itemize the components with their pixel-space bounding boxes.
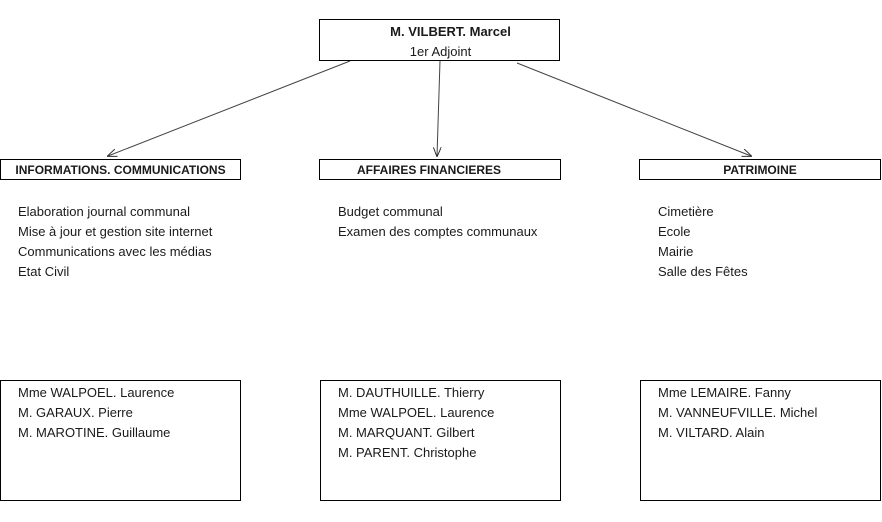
department-title: INFORMATIONS. COMMUNICATIONS <box>15 162 226 177</box>
member-item: Mme WALPOEL. Laurence <box>338 405 495 420</box>
head-role: 1er Adjoint <box>409 44 472 59</box>
member-list: Mme WALPOEL. Laurence M. GARAUX. Pierre … <box>18 383 174 443</box>
member-box-patrimoine: Mme LEMAIRE. Fanny M. VANNEUFVILLE. Mich… <box>640 380 881 501</box>
task-item: Ecole <box>658 224 691 239</box>
department-title: PATRIMOINE <box>723 162 797 177</box>
member-list: Mme LEMAIRE. Fanny M. VANNEUFVILLE. Mich… <box>658 383 817 443</box>
department-header-patrimoine: PATRIMOINE <box>639 159 881 180</box>
task-list-patrimoine: Cimetière Ecole Mairie Salle des Fêtes <box>658 202 748 282</box>
head-name: M. VILBERT. Marcel <box>390 24 511 39</box>
member-box-affaires-financieres: M. DAUTHUILLE. Thierry Mme WALPOEL. Laur… <box>320 380 561 501</box>
member-item: M. GARAUX. Pierre <box>18 405 133 420</box>
member-item: Mme LEMAIRE. Fanny <box>658 385 791 400</box>
department-header-informations: INFORMATIONS. COMMUNICATIONS <box>0 159 241 180</box>
task-item: Etat Civil <box>18 264 70 279</box>
member-list: M. DAUTHUILLE. Thierry Mme WALPOEL. Laur… <box>338 383 494 463</box>
member-item: M. PARENT. Christophe <box>338 445 477 460</box>
department-header-affaires-financieres: AFFAIRES FINANCIERES <box>319 159 561 180</box>
member-item: Mme WALPOEL. Laurence <box>18 385 175 400</box>
task-item: Mise à jour et gestion site internet <box>18 224 213 239</box>
task-list-affaires-financieres: Budget communal Examen des comptes commu… <box>338 202 537 242</box>
task-item: Mairie <box>658 244 694 259</box>
member-item: M. VILTARD. Alain <box>658 425 765 440</box>
arrow-to-informations <box>108 60 351 156</box>
task-item: Examen des comptes communaux <box>338 224 538 239</box>
arrow-to-patrimoine <box>516 62 751 156</box>
member-item: M. DAUTHUILLE. Thierry <box>338 385 485 400</box>
task-item: Communications avec les médias <box>18 244 212 259</box>
member-item: M. VANNEUFVILLE. Michel <box>658 405 818 420</box>
member-box-informations: Mme WALPOEL. Laurence M. GARAUX. Pierre … <box>0 380 241 501</box>
task-item: Cimetière <box>658 204 714 219</box>
arrow-to-affaires-financieres <box>437 60 440 156</box>
member-item: M. MAROTINE. Guillaume <box>18 425 171 440</box>
task-list-informations: Elaboration journal communal Mise à jour… <box>18 202 212 282</box>
head-node: M. VILBERT. Marcel 1er Adjoint <box>319 19 560 61</box>
task-item: Salle des Fêtes <box>658 264 748 279</box>
task-item: Budget communal <box>338 204 443 219</box>
task-item: Elaboration journal communal <box>18 204 190 219</box>
department-title: AFFAIRES FINANCIERES <box>356 162 501 177</box>
member-item: M. MARQUANT. Gilbert <box>338 425 475 440</box>
